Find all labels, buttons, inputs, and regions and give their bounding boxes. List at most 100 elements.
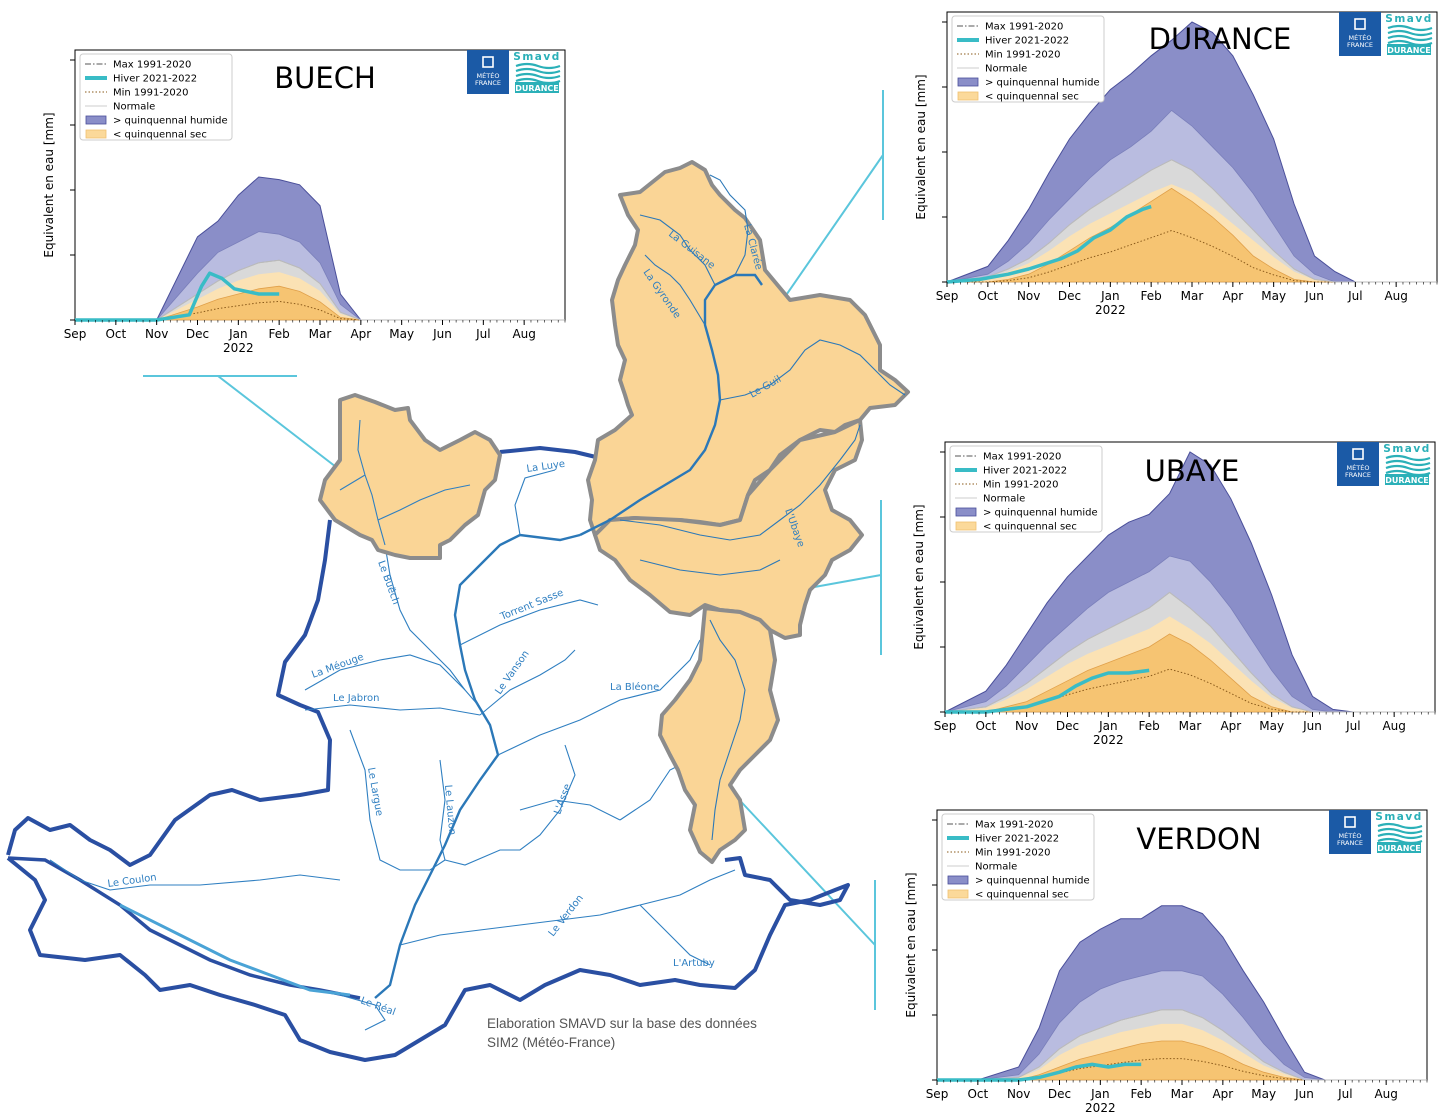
legend-label-1: Hiver 2021-2022 — [983, 466, 1067, 477]
legend-box — [79, 53, 233, 141]
legend-swatch-4 — [85, 115, 107, 125]
catchment-boundary-west — [7, 856, 361, 1000]
xtick-label-sep: Sep — [936, 289, 959, 303]
legend-label-0: Max 1991-2020 — [983, 452, 1061, 463]
xtick-label-nov: Nov — [1007, 1087, 1030, 1101]
meteo-france-logo-text: FRANCE — [1347, 41, 1373, 49]
chart-title: DURANCE — [1149, 22, 1292, 56]
label-l-artuby: L'Artuby — [673, 958, 715, 969]
meteo-france-logo-mark — [1354, 18, 1366, 30]
legend-label-4: > quinquennal humide — [113, 116, 228, 127]
label-le-largue: Le Largue — [365, 767, 384, 817]
smavd-logo-durance: DURANCE — [1387, 46, 1431, 55]
leader-buech — [143, 375, 363, 488]
meteo-france-logo-text: FRANCE — [1337, 839, 1363, 847]
smavd-logo-wave — [515, 72, 561, 80]
legend-label-2: Min 1991-2020 — [983, 480, 1058, 491]
legend-swatch-4 — [955, 507, 977, 517]
xtick-label-nov: Nov — [1017, 289, 1040, 303]
buech-rivers — [339, 419, 471, 546]
legend-swatch-5 — [957, 91, 979, 101]
xtick-label-aug: Aug — [1384, 289, 1407, 303]
xtick-label-jun: Jun — [1302, 719, 1322, 733]
legend-label-0: Max 1991-2020 — [113, 60, 191, 71]
line-normale — [944, 591, 1435, 713]
smavd-logo-durance: DURANCE — [1377, 844, 1421, 853]
line-hiver-2021-2022 — [946, 204, 1152, 284]
meteo-france-logo-mark — [1352, 448, 1364, 460]
legend-label-5: < quinquennal sec — [975, 890, 1069, 901]
legend-label-2: Min 1991-2020 — [985, 50, 1060, 61]
xtick-label-mar: Mar — [1171, 1087, 1194, 1101]
legend-label-4: > quinquennal humide — [985, 78, 1100, 89]
smavd-logo-wave — [515, 62, 561, 70]
chart-title: BUECH — [274, 61, 376, 95]
smavd-logo-wave — [1385, 454, 1431, 462]
xtick-label-jun: Jun — [1304, 289, 1324, 303]
meteo-france-logo-text: MÉTÉO — [1339, 831, 1362, 840]
chart-title: UBAYE — [1145, 454, 1240, 488]
basin-verdon-upper — [658, 606, 780, 864]
xtick-label-nov: Nov — [145, 327, 168, 341]
y-axis-label: Equivalent en eau [mm] — [914, 74, 928, 219]
legend-label-1: Hiver 2021-2022 — [975, 834, 1059, 845]
label-le-verdon: Le Verdon — [547, 893, 586, 939]
basin-ubaye — [593, 418, 864, 640]
legend-swatch-5 — [947, 889, 969, 899]
legend-swatch-5 — [955, 521, 977, 531]
smavd-logo-band — [1377, 842, 1421, 853]
y-axis-label: Equivalent en eau [mm] — [904, 872, 918, 1017]
xtick-year-label: 2022 — [1095, 303, 1126, 317]
credit-line-2: SIM2 (Météo-France) — [487, 1035, 616, 1050]
xtick-label-jul: Jul — [1345, 719, 1360, 733]
legend-box — [951, 15, 1105, 103]
label-l-asse: L'Asse — [552, 782, 573, 816]
xtick-label-may: May — [1259, 719, 1284, 733]
xtick-label-sep: Sep — [64, 327, 87, 341]
meteo-france-logo-mark — [482, 56, 494, 68]
smavd-logo-durance: DURANCE — [1385, 476, 1429, 485]
xtick-label-apr: Apr — [350, 327, 371, 341]
xtick-year-label: 2022 — [223, 341, 254, 355]
legend-label-3: Normale — [975, 862, 1017, 873]
smavd-logo-wave — [1387, 34, 1433, 42]
leader-lines — [143, 90, 884, 1010]
xtick-label-nov: Nov — [1015, 719, 1038, 733]
xtick-label-jul: Jul — [1347, 289, 1362, 303]
legend-label-1: Hiver 2021-2022 — [113, 74, 197, 85]
line-hiver-2021-2022 — [945, 668, 1150, 714]
xtick-label-mar: Mar — [1181, 289, 1204, 303]
xtick-label-sep: Sep — [926, 1087, 949, 1101]
xtick-label-jul: Jul — [475, 327, 490, 341]
credit-text: Elaboration SMAVD sur la base des donnée… — [487, 1014, 787, 1052]
xtick-label-oct: Oct — [975, 719, 996, 733]
smavd-logo-wave — [1377, 822, 1423, 830]
meteo-france-logo-mark — [1344, 816, 1356, 828]
xtick-label-jan: Jan — [1090, 1087, 1110, 1101]
legend-box — [941, 813, 1095, 901]
durance-rivers — [579, 174, 906, 841]
xtick-label-mar: Mar — [1179, 719, 1202, 733]
smavd-logo-wave — [1387, 24, 1433, 32]
xtick-label-apr: Apr — [1220, 719, 1241, 733]
xtick-label-jan: Jan — [1100, 289, 1120, 303]
basin-buech — [318, 393, 502, 560]
xtick-label-dec: Dec — [1048, 1087, 1071, 1101]
label-le-jabron: Le Jabron — [333, 693, 380, 704]
legend-label-0: Max 1991-2020 — [985, 22, 1063, 33]
smavd-logo-name: Smavd — [513, 51, 560, 63]
label-le-buech: Le Buëch — [375, 559, 401, 606]
legend-label-2: Min 1991-2020 — [113, 88, 188, 99]
legend-label-5: < quinquennal sec — [113, 130, 207, 141]
label-le-real: Le Réal — [359, 995, 397, 1019]
legend-label-4: > quinquennal humide — [983, 508, 1098, 519]
xtick-label-jul: Jul — [1337, 1087, 1352, 1101]
